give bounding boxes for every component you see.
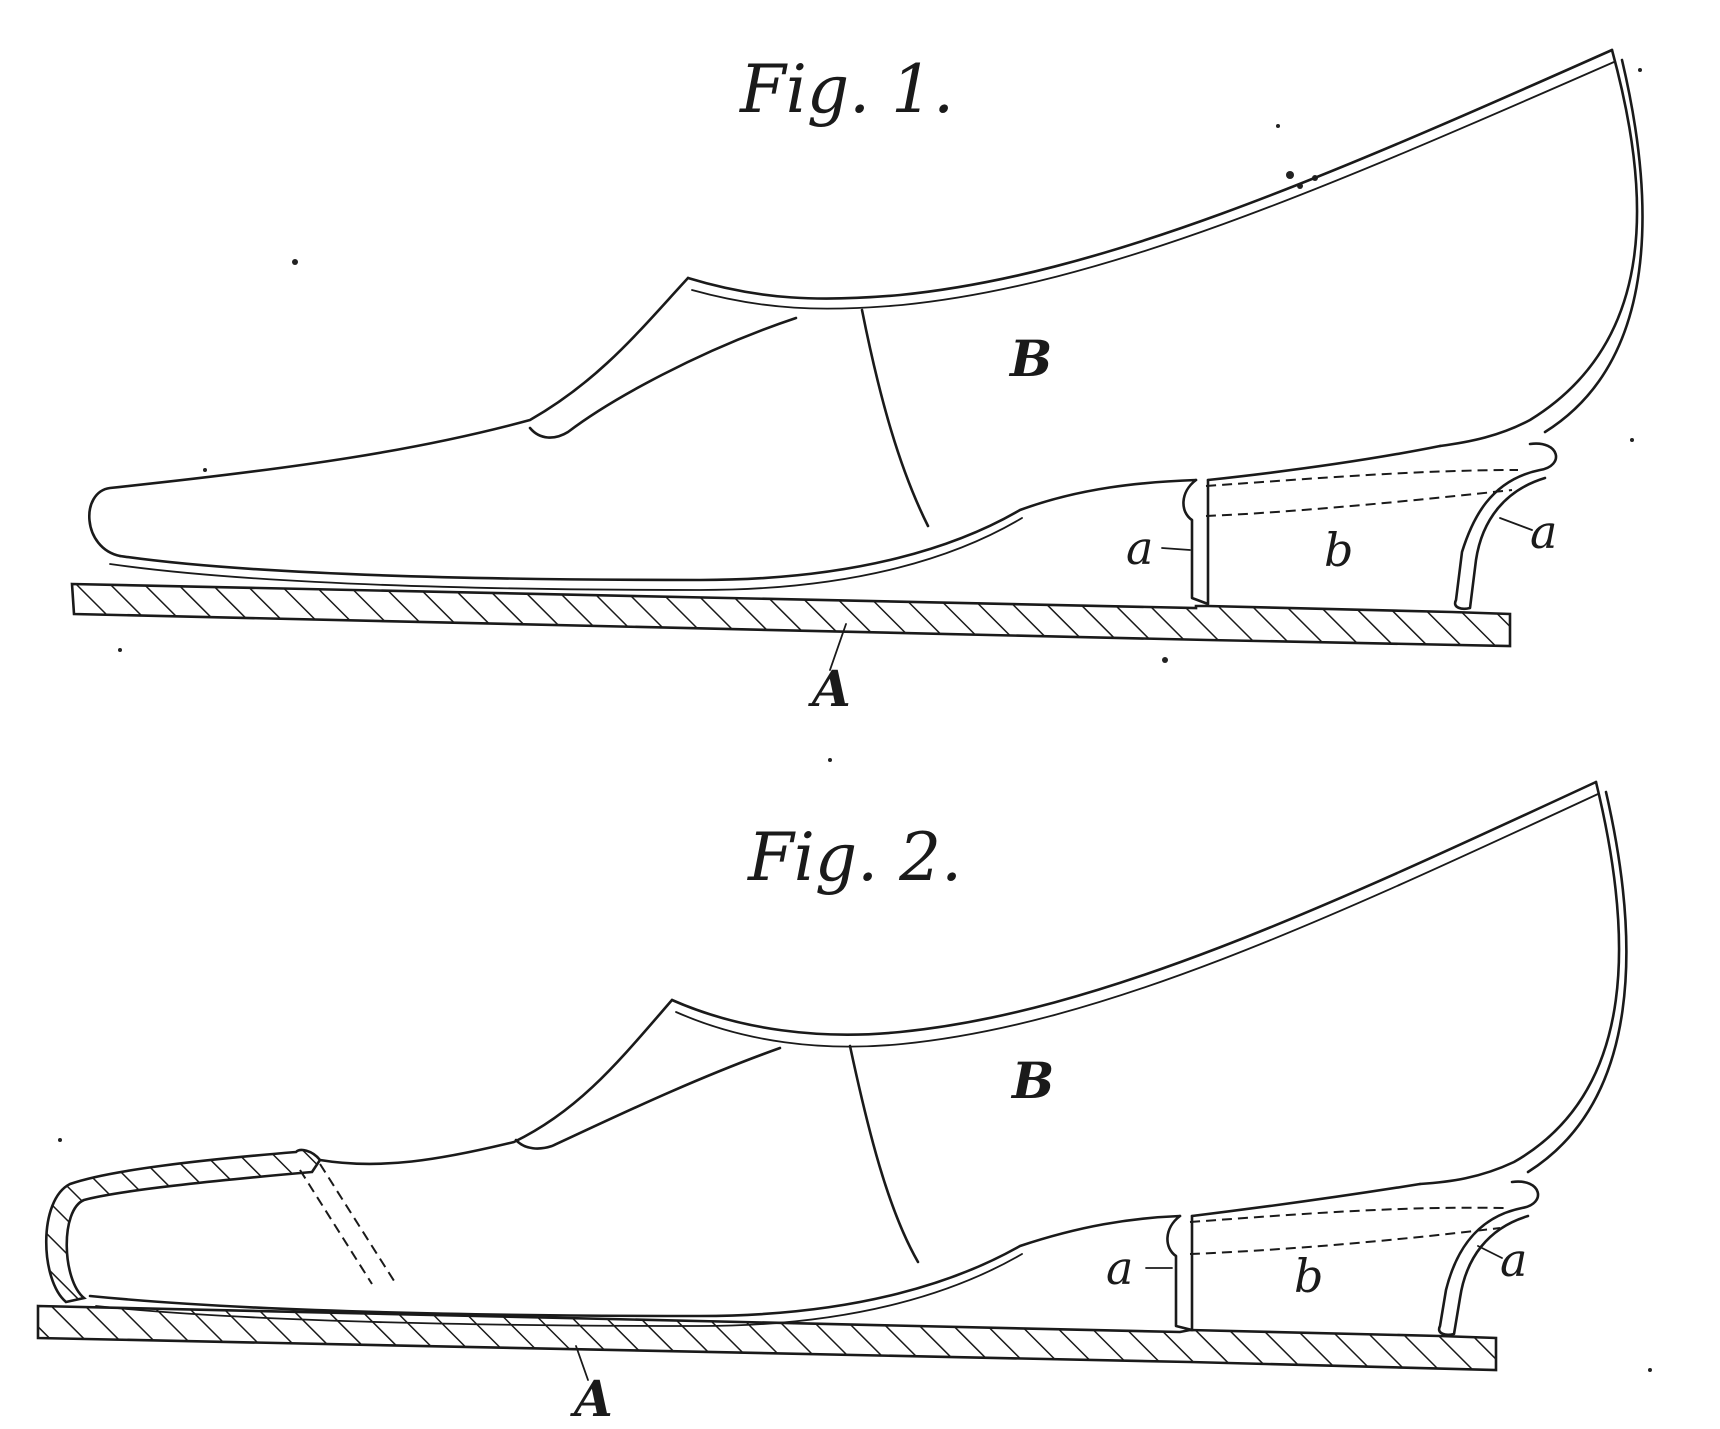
figure-1-base-plate	[70, 582, 1512, 648]
figure-2: Fig. 2.	[36, 780, 1628, 1428]
figure-2-leader-a-base	[575, 1345, 589, 1381]
figure-1-leader-a-left	[1161, 547, 1191, 551]
figure-1-left-lug	[1182, 478, 1210, 606]
figure-2-left-lug	[1166, 1214, 1194, 1332]
figure-2-shoe	[88, 780, 1628, 1327]
figure-1-label-a-right: a	[1530, 505, 1557, 559]
figure-1-shoe	[88, 48, 1644, 591]
paper-specks	[58, 68, 1652, 1372]
figure-2-label-a-right: a	[1500, 1233, 1527, 1287]
figure-2-right-lug	[1437, 1180, 1540, 1337]
figure-2-label-a-left: a	[1106, 1241, 1133, 1295]
figure-1-label-a-left: a	[1126, 521, 1153, 575]
figure-2-base-plate	[36, 1304, 1498, 1372]
figure-1-leader-a-base	[829, 623, 847, 671]
figure-1-label-gap: b	[1324, 523, 1353, 577]
figure-1-right-lug	[1453, 442, 1558, 611]
figure-2-toe-cap	[45, 1148, 322, 1304]
figure-2-label-a-base: A	[570, 1369, 613, 1428]
figure-1-label-b-upper: B	[1008, 329, 1052, 388]
figure-1-leader-a-right	[1499, 517, 1533, 531]
figure-2-label-b-upper: B	[1010, 1051, 1054, 1110]
figure-1: Fig. 1.	[70, 48, 1644, 718]
figure-1-label-a-base: A	[808, 659, 851, 718]
figure-2-leader-a-right	[1477, 1245, 1503, 1259]
figure-2-label-gap: b	[1294, 1249, 1323, 1303]
figure-2-title: Fig. 2.	[747, 819, 962, 896]
figure-1-title: Fig. 1.	[739, 51, 954, 128]
